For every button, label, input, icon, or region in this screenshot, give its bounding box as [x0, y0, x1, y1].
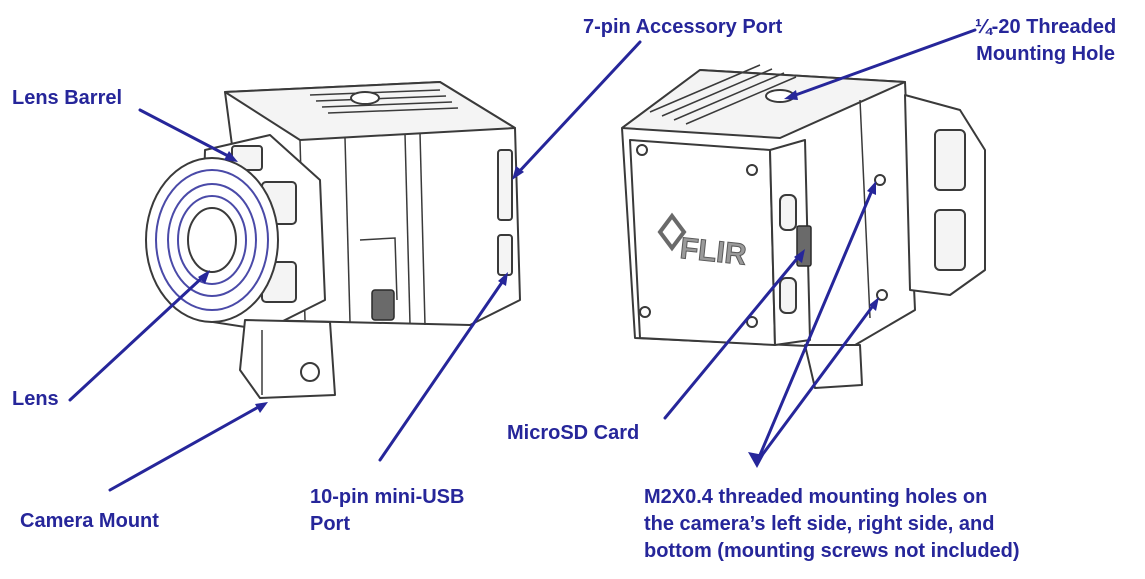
leader-lines [68, 28, 977, 492]
lens-graphic [145, 157, 279, 323]
m2-mounting-holes-label: M2X0.4 threaded mounting holes on the ca… [644, 486, 1020, 562]
threaded-hole-label: ¼-20 Threaded Mounting Hole [975, 16, 1117, 65]
usb-port-label: 10-pin mini-USB Port [310, 486, 465, 535]
camera-mount-label: Camera Mount [20, 510, 159, 532]
lens-label: Lens [12, 388, 59, 410]
flir-logo-text: FLIR [678, 232, 748, 272]
accessory-port-graphic [497, 149, 513, 221]
camera-rear-view: FLIR [621, 64, 986, 389]
usb-port-graphic [497, 234, 513, 276]
m2-hole-graphic [876, 289, 888, 301]
front-cooling-fins [309, 89, 459, 114]
accessory-port-label: 7-pin Accessory Port [583, 16, 783, 38]
microsd-card-label: MicroSD Card [507, 422, 640, 444]
lens-barrel-label: Lens Barrel [12, 87, 123, 109]
rear-cooling-fins [649, 64, 797, 125]
camera-mount-graphic [239, 319, 336, 399]
m2-hole-graphic [874, 174, 886, 186]
flir-logo: FLIR [657, 212, 749, 272]
camera-front-view [145, 81, 521, 399]
